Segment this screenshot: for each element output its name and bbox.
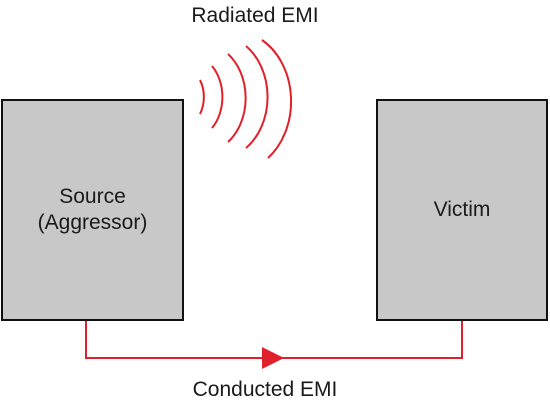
- wave-arc-1: [199, 79, 205, 115]
- wave-arc-5: [261, 39, 293, 159]
- victim-box: Victim: [376, 99, 548, 321]
- radiated-emi-label: Radiated EMI: [191, 4, 319, 27]
- victim-label: Victim: [433, 197, 491, 221]
- conducted-emi-label: Conducted EMI: [192, 378, 338, 401]
- conducted-emi-path: [85, 321, 463, 359]
- wave-arc-3: [227, 53, 247, 143]
- source-aggressor-box: Source (Aggressor): [1, 99, 184, 321]
- arrow-right-icon: [262, 347, 284, 369]
- wave-arc-4: [245, 45, 269, 149]
- aggressor-label: (Aggressor): [37, 211, 148, 234]
- source-label: Source: [59, 184, 126, 208]
- wave-arc-2: [211, 65, 224, 129]
- radio-wave-arcs-icon: [199, 39, 293, 159]
